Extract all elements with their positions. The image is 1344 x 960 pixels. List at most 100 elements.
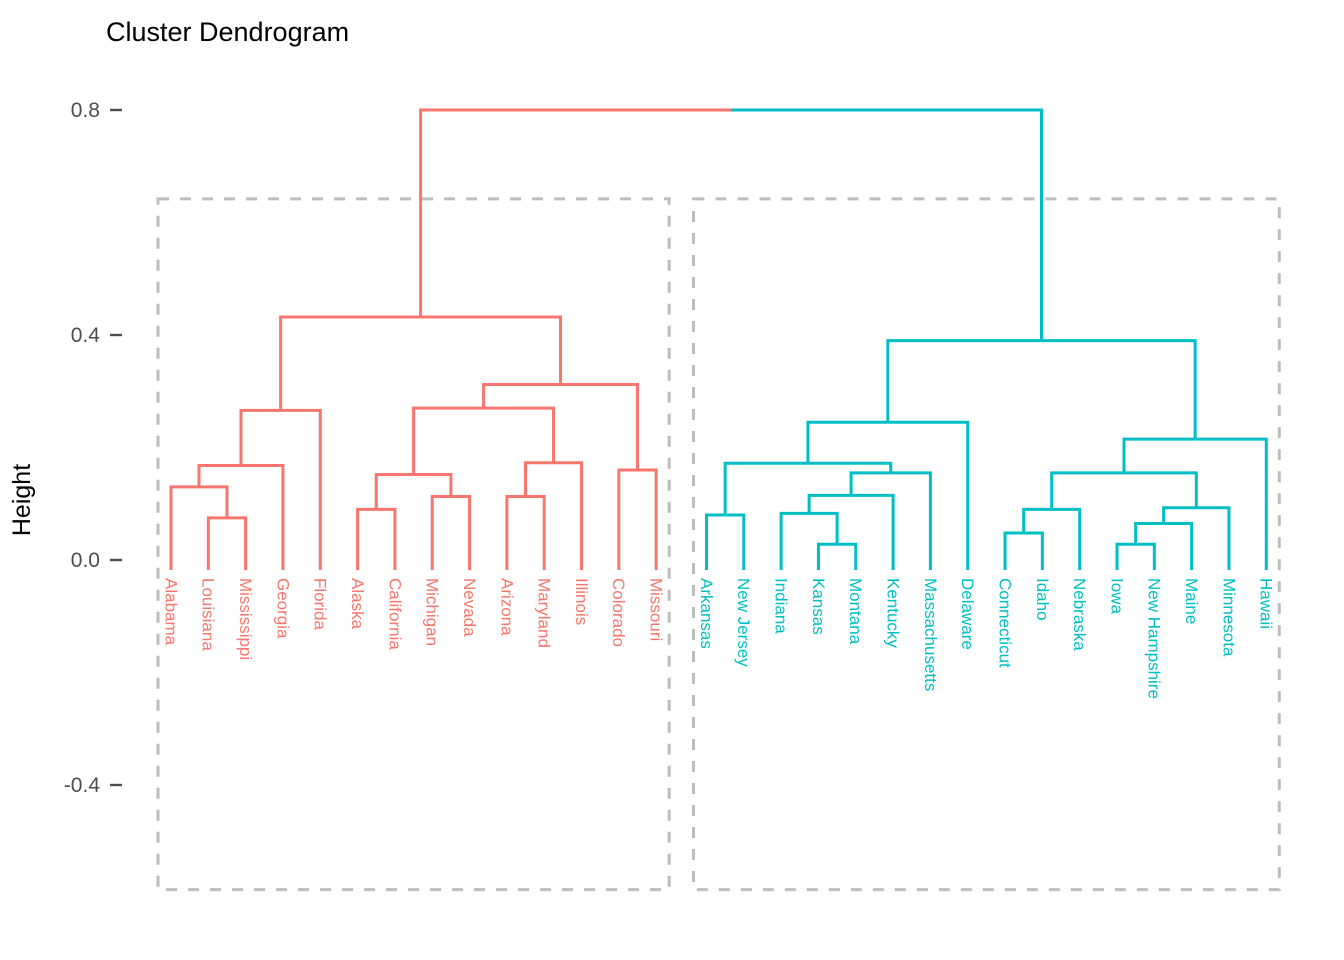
dendrogram-branch [240, 464, 285, 560]
dendrogram-branch [413, 473, 453, 497]
y-axis: 0.8 0.4 0.0 -0.4 [64, 99, 122, 797]
leaf-label-new-hampshire: New Hampshire [1145, 578, 1164, 699]
dendrogram-branch [809, 511, 839, 545]
dendrogram-branch [1163, 521, 1194, 560]
leaf-label-new-jersey: New Jersey [734, 578, 753, 667]
dendrogram-branch [169, 485, 199, 560]
leaf-label-delaware: Delaware [958, 578, 977, 650]
dendrogram-branch [280, 408, 322, 560]
dendrogram-branch [886, 339, 1042, 423]
dendrogram-branch [1023, 531, 1044, 560]
y-axis-tick-label: 0.8 [71, 99, 100, 122]
dendrogram-branch [419, 108, 732, 317]
dendrogram-branch [279, 315, 421, 411]
dendrogram-branch [239, 408, 281, 466]
leaf-label-colorado: Colorado [609, 578, 628, 647]
dendrogram-branch [1051, 507, 1082, 560]
dendrogram-branch [637, 468, 658, 560]
dendrogram-branch [723, 461, 808, 515]
dendrogram-branch [1041, 339, 1197, 440]
dendrogram-branch [198, 485, 229, 518]
dendrogram-branch [731, 108, 1043, 341]
cluster-box-2 [691, 197, 1281, 892]
dendrogram-branch [851, 493, 895, 560]
leaf-label-maryland: Maryland [535, 578, 554, 648]
dendrogram-branch [779, 511, 810, 560]
dendrogram-branch [420, 315, 563, 385]
dendrogram-branch [560, 383, 639, 470]
leaf-label-kentucky: Kentucky [883, 578, 902, 648]
cluster-box-1 [156, 197, 671, 892]
leaf-label-alaska: Alaska [348, 578, 367, 630]
leaf-label-california: California [385, 578, 404, 650]
dendrogram-branch [206, 516, 227, 560]
leaf-label-arkansas: Arkansas [697, 578, 716, 649]
leaf-label-florida: Florida [311, 578, 330, 631]
dendrogram-branch [524, 461, 554, 497]
dendrogram-branch [1195, 437, 1268, 560]
dendrogram-branch [807, 493, 852, 514]
dendrogram-branch [1196, 506, 1231, 560]
dendrogram-branch [1162, 506, 1197, 524]
cluster-boxes [156, 197, 1281, 892]
page-title: Cluster Dendrogram [106, 17, 349, 47]
dendrogram-branch [505, 494, 526, 560]
dendrogram-branch [890, 471, 932, 560]
y-axis-tick-label: 0.4 [71, 324, 101, 347]
leaf-label-nebraska: Nebraska [1070, 578, 1089, 651]
dendrogram-branch [525, 494, 546, 560]
dendrogram-branch [553, 461, 584, 560]
leaf-label-georgia: Georgia [273, 578, 292, 639]
leaf-label-kansas: Kansas [809, 578, 828, 635]
leaf-label-idaho: Idaho [1033, 578, 1052, 621]
dendrogram-branch [1135, 542, 1156, 560]
dendrogram-branch [430, 494, 451, 560]
dendrogram-branch [412, 406, 484, 475]
dendrogram-branch [1122, 437, 1196, 473]
plot-title-group: Cluster Dendrogram [106, 17, 349, 47]
dendrogram-branches [169, 108, 1268, 560]
y-axis-tick-label: -0.4 [64, 774, 101, 797]
dendrogram-branch [376, 507, 397, 560]
dendrogram-branch [356, 507, 377, 560]
leaf-label-mississippi: Mississippi [236, 578, 255, 660]
dendrogram-branch [197, 464, 241, 487]
leaf-label-indiana: Indiana [772, 578, 791, 634]
dendrogram-branch [704, 513, 726, 560]
dendrogram-branch [887, 420, 970, 560]
y-axis-title: Height [8, 464, 36, 536]
dendrogram-branch [849, 471, 891, 496]
dendrogram-branch [1134, 521, 1164, 545]
leaf-label-iowa: Iowa [1107, 578, 1126, 614]
leaf-label-maine: Maine [1182, 578, 1201, 624]
dendrogram-branch [1050, 471, 1124, 510]
dendrogram-branch [807, 461, 893, 473]
leaf-label-minnesota: Minnesota [1219, 578, 1238, 657]
leaf-label-michigan: Michigan [423, 578, 442, 646]
dendrogram-branch [482, 383, 561, 409]
leaf-label-hawaii: Hawaii [1257, 578, 1276, 629]
leaf-label-alabama: Alabama [161, 578, 180, 646]
dendrogram-branch [1022, 507, 1052, 533]
dendrogram-branch [806, 420, 888, 464]
dendrogram-branch [725, 513, 746, 560]
leaf-label-louisiana: Louisiana [199, 578, 218, 651]
y-axis-tick-label: 0.0 [71, 549, 100, 572]
dendrogram-branch [483, 406, 556, 463]
leaf-label-massachusetts: Massachusetts [921, 578, 940, 691]
dendrogram-branch [1003, 531, 1024, 560]
y-axis-title-group: Height [8, 464, 36, 536]
dendrogram-branch [1124, 471, 1198, 508]
dendrogram-branch [617, 468, 638, 560]
leaf-label-missouri: Missouri [647, 578, 666, 641]
dendrogram-branch [1115, 542, 1136, 560]
leaf-label-arizona: Arizona [497, 578, 516, 636]
dendrogram-branch [226, 516, 248, 560]
leaf-label-montana: Montana [846, 578, 865, 645]
leaf-label-nevada: Nevada [460, 578, 479, 637]
leaf-label-illinois: Illinois [572, 578, 591, 625]
leaf-label-connecticut: Connecticut [995, 578, 1014, 668]
leaf-labels: Alabama Louisiana Mississippi Georgia Florid… [161, 560, 1276, 699]
